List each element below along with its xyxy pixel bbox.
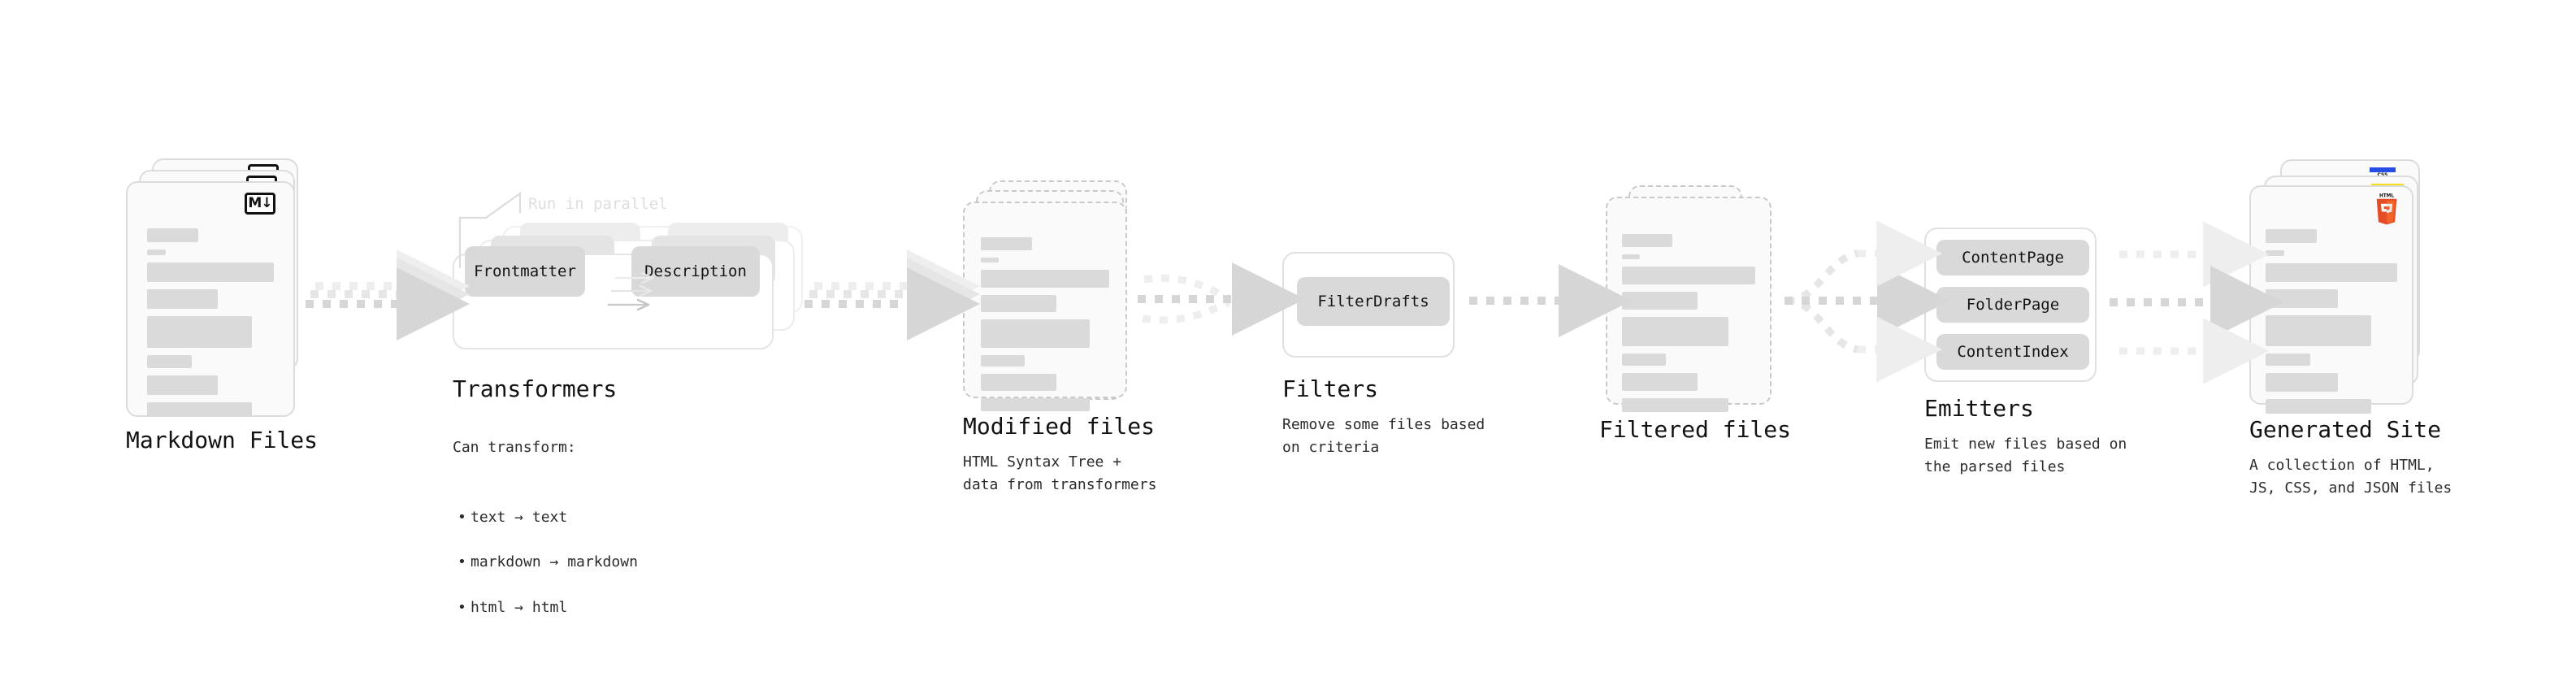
doc-line [981, 258, 999, 262]
markdown-card-front: M↓ [126, 181, 295, 417]
doc-line [2266, 289, 2339, 308]
run-in-parallel-label: Run in parallel [528, 195, 668, 213]
generated-site-title: Generated Site [2249, 416, 2442, 443]
generated-site-stack: CSS HTML [2249, 159, 2452, 419]
transformers-subtitle-lead: Can transform: [453, 438, 576, 456]
filters-box[interactable]: FilterDrafts [1282, 252, 1455, 358]
doc-line [981, 270, 1109, 288]
doc-line [147, 402, 253, 417]
modified-files-caption: Modified files HTML Syntax Tree + data f… [963, 413, 1231, 497]
generated-card-front: HTML [2249, 185, 2413, 414]
filtered-files-title: Filtered files [1599, 416, 1792, 443]
transformer-node-frontmatter[interactable]: Frontmatter [465, 246, 585, 297]
filter-node-filterdrafts[interactable]: FilterDrafts [1297, 277, 1450, 326]
generated-site-caption: Generated Site A collection of HTML, JS,… [2249, 416, 2526, 500]
doc-line [981, 319, 1091, 348]
doc-line [1622, 354, 1667, 366]
filtered-card-lines [1622, 234, 1755, 419]
connector-modified-to-filters [1138, 262, 1305, 336]
doc-line [147, 249, 166, 255]
doc-line [1622, 373, 1698, 391]
doc-line [1622, 317, 1729, 346]
transformers-bullet-list: text → text markdown → markdown html → h… [453, 484, 745, 642]
emitters-box[interactable]: ContentPage FolderPage ContentIndex [1924, 228, 2097, 382]
doc-line [981, 295, 1057, 312]
doc-line [1622, 398, 1729, 412]
doc-line [1622, 267, 1755, 284]
markdown-files-title: Markdown Files [126, 427, 319, 453]
connector-transformers-to-modified [804, 249, 980, 340]
filtered-files-caption: Filtered files [1599, 416, 1867, 443]
connector-filtered-to-emitters [1785, 220, 1950, 383]
connector-emitters-to-site [2110, 221, 2283, 384]
modified-files-stack [963, 180, 1150, 416]
doc-line [2266, 373, 2339, 392]
doc-line [2266, 250, 2284, 256]
transformers-bullet: markdown → markdown [458, 551, 745, 574]
doc-line [147, 355, 192, 368]
doc-line [981, 237, 1032, 250]
transformers-subtitle: Can transform: text → text markdown → ma… [453, 414, 745, 665]
doc-line [147, 316, 253, 348]
emitter-node-contentpage[interactable]: ContentPage [1936, 240, 2089, 275]
modified-files-subtitle: HTML Syntax Tree + data from transformer… [963, 453, 1157, 493]
doc-line [2266, 354, 2311, 366]
doc-line [2266, 399, 2371, 414]
transformers-bullet: text → text [458, 506, 745, 529]
filters-subtitle: Remove some files based on criteria [1282, 416, 1485, 456]
doc-line [981, 374, 1057, 391]
markdown-card-lines [147, 228, 274, 424]
doc-line [2266, 263, 2397, 282]
transformer-node-description[interactable]: Description [631, 246, 760, 297]
doc-line [1622, 254, 1640, 259]
filters-caption: Filters Remove some files based on crite… [1282, 375, 1550, 459]
generated-card-lines [2266, 229, 2397, 421]
doc-line [147, 375, 219, 395]
doc-line [2266, 229, 2317, 243]
modified-card-front [963, 202, 1127, 411]
emitters-title: Emitters [1924, 395, 2034, 422]
emitters-caption: Emitters Emit new files based on the par… [1924, 395, 2201, 479]
doc-line [981, 355, 1025, 367]
doc-line [981, 398, 1091, 411]
doc-line [147, 228, 198, 242]
doc-line [147, 289, 219, 309]
markdown-files-caption: Markdown Files [126, 427, 370, 453]
svg-text:HTML: HTML [2379, 193, 2394, 198]
doc-line [2266, 315, 2371, 346]
emitter-node-contentindex[interactable]: ContentIndex [1936, 334, 2089, 370]
doc-line [1622, 234, 1672, 247]
generated-site-subtitle: A collection of HTML, JS, CSS, and JSON … [2249, 457, 2452, 497]
filtered-card-front [1606, 197, 1772, 412]
filtered-files-stack [1599, 185, 1786, 421]
connector-md-to-transformers [306, 249, 470, 340]
emitter-node-folderpage[interactable]: FolderPage [1936, 287, 2089, 323]
modified-files-title: Modified files [963, 413, 1156, 440]
transformers-title: Transformers [453, 375, 618, 402]
emitters-subtitle: Emit new files based on the parsed files [1924, 436, 2127, 475]
html5-icon: HTML [2373, 193, 2400, 226]
markdown-icon: M↓ [245, 193, 275, 215]
filters-title: Filters [1282, 375, 1379, 402]
doc-line [1622, 292, 1698, 310]
modified-card-lines [981, 237, 1109, 419]
transformer-box-front[interactable]: Frontmatter Description [453, 246, 774, 349]
doc-line [147, 262, 274, 282]
markdown-files-stack: M↓ [126, 158, 313, 419]
transformers-caption: Transformers Can transform: text → text … [453, 375, 745, 665]
transformers-bullet: html → html [458, 596, 745, 619]
